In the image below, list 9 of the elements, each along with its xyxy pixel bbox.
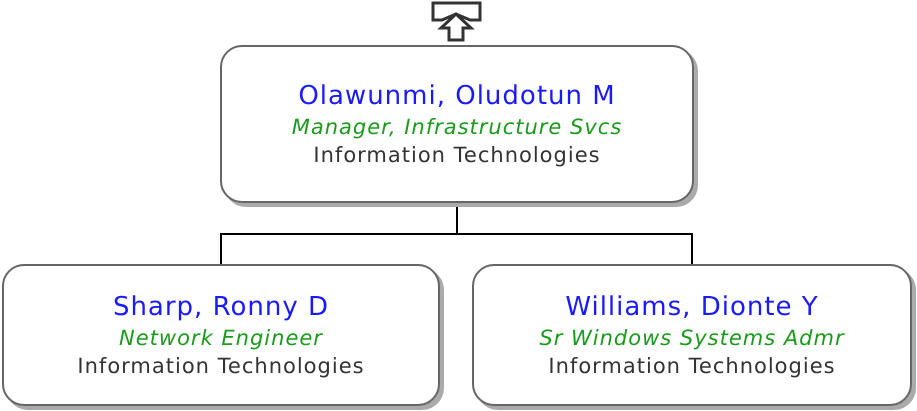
department-name: Information Technologies bbox=[548, 354, 836, 378]
job-title: Sr Windows Systems Admr bbox=[539, 326, 845, 350]
job-title: Manager, Infrastructure Svcs bbox=[292, 115, 622, 139]
person-name: Williams, Dionte Y bbox=[565, 292, 819, 322]
person-name: Olawunmi, Oludotun M bbox=[298, 81, 616, 111]
department-name: Information Technologies bbox=[77, 354, 365, 378]
department-name: Information Technologies bbox=[313, 143, 601, 167]
job-title: Network Engineer bbox=[119, 326, 323, 350]
person-name: Sharp, Ronny D bbox=[112, 292, 330, 322]
